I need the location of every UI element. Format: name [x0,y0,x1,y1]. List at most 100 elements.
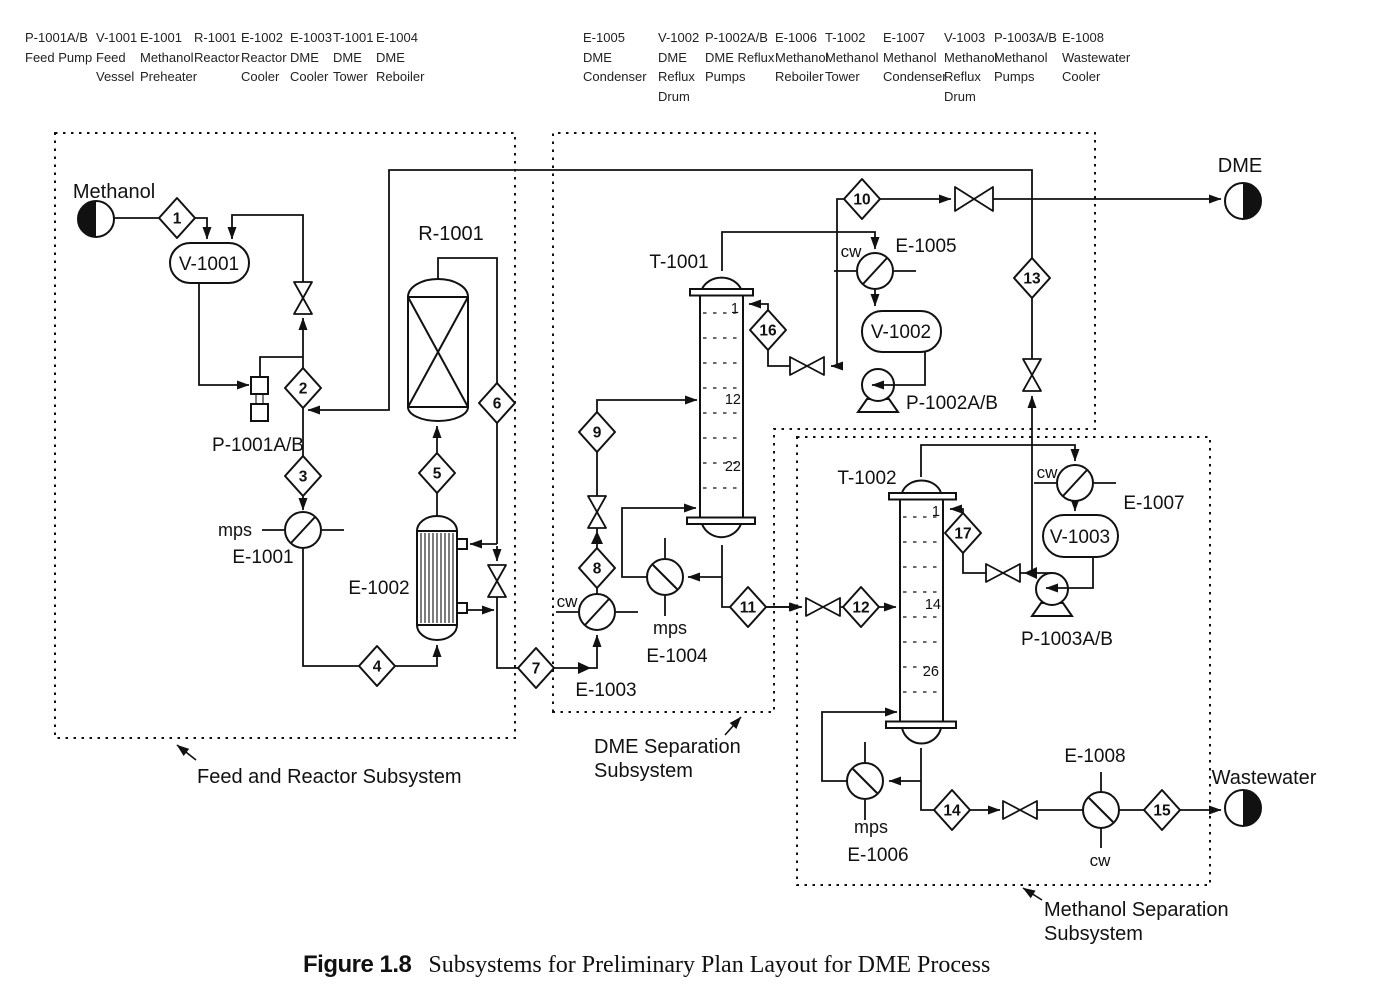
stream-tag-12: 12 [842,586,880,628]
svg-text:9: 9 [593,425,602,442]
valve-t1001-reflux [789,356,825,376]
equipment-label-e1005: E-1005 [895,236,956,257]
stream-tag-17: 17 [944,512,982,554]
equipment-label-e1006: E-1006 [847,845,908,866]
valve-recycle-v1001 [293,281,313,315]
pump-p1003 [1030,572,1074,617]
utility-label-cw-e1005: cw [841,242,863,261]
svg-text:5: 5 [433,466,442,483]
valve-p1003-discharge [985,563,1021,583]
tray-number: 26 [923,664,939,680]
figure-number: Figure 1.8 [303,951,412,978]
svg-text:13: 13 [1023,271,1041,288]
equipment-label-v1001: V-1001 [179,254,239,275]
stream-tag-16: 16 [749,309,787,351]
utility-label-mps-e1006: mps [854,817,888,837]
wastewater-product-label: Wastewater [1212,767,1317,789]
utility-label-cw-e1008: cw [1090,851,1112,870]
figure-title: Subsystems for Preliminary Plan Layout f… [428,952,991,978]
subsystem-label-methanol-2: Subsystem [1044,923,1143,945]
vessel-v1002 [861,310,942,353]
svg-text:1: 1 [173,211,182,228]
equipment-label-e1003: E-1003 [575,680,636,701]
flow-arrows [578,531,1037,674]
stream-tag-14: 14 [933,789,971,831]
tray-number: 14 [925,597,941,613]
equipment-label-e1001: E-1001 [232,547,293,568]
vessel-v1003 [1042,514,1119,558]
subsystem-pointers [176,716,1043,901]
stream-tag-9: 9 [578,411,616,453]
svg-text:2: 2 [299,381,308,398]
tray-number: 22 [725,459,741,475]
equipment-label-p1003: P-1003A/B [1021,629,1113,650]
exchanger-e1007 [1056,464,1094,502]
equipment-label-v1003: V-1003 [1050,527,1110,548]
tray-number: 1 [932,504,940,520]
exchanger-e1002 [416,515,468,641]
stream-tag-2: 2 [284,367,322,409]
reactor-r1001 [407,278,469,422]
stream-tag-13: 13 [1013,257,1051,299]
equipment-label-v1002: V-1002 [871,322,931,343]
pump-p1002 [856,368,900,413]
valve-methanol-recycle [1022,358,1042,392]
exchanger-e1006 [846,762,884,800]
svg-text:10: 10 [853,192,870,209]
stream-tag-5: 5 [418,452,456,494]
exchanger-e1003 [578,593,616,631]
methanol-source-label: Methanol [73,181,155,203]
subsystem-label-dme-2: Subsystem [594,760,693,782]
exchanger-e1001 [284,511,322,549]
stream-tag-1: 1 [158,197,196,239]
subsystem-boxes [54,132,1211,886]
svg-text:8: 8 [593,561,602,578]
valve-e1002-bypass [487,564,507,598]
stream-tag-15: 15 [1143,789,1181,831]
svg-text:3: 3 [299,469,308,486]
valve-wastewater [1002,800,1038,820]
svg-text:4: 4 [373,659,382,676]
equipment-label-e1007: E-1007 [1123,493,1184,514]
svg-text:15: 15 [1153,803,1171,820]
vessel-v1001 [169,242,250,284]
valve-t1002-feed [805,597,841,617]
subsystem-label-feed: Feed and Reactor Subsystem [197,766,462,788]
stream-tag-10: 10 [843,178,881,220]
subsystem-label-dme-1: DME Separation [594,736,741,758]
exchanger-e1005 [856,252,894,290]
valves [293,186,1042,820]
svg-text:11: 11 [740,600,757,617]
stream-tag-11: 11 [729,586,767,628]
tray-number: 1 [731,301,739,317]
dme-product-label: DME [1218,155,1262,177]
svg-text:7: 7 [532,661,541,678]
svg-text:14: 14 [943,803,961,820]
svg-text:17: 17 [954,526,971,543]
stream-tag-7: 7 [517,647,555,689]
feed-reactor-subsystem-box [54,132,516,739]
dme-separation-subsystem-box [552,132,1096,713]
equipment-label-t1002: T-1002 [837,468,896,489]
svg-text:6: 6 [493,396,502,413]
utility-label-cw-e1007: cw [1037,463,1059,482]
valve-dme-product [954,186,994,212]
stream-diamonds: 1 2 3 4 5 6 7 8 9 10 11 12 13 14 15 16 1… [158,178,1181,831]
stream-tag-4: 4 [358,645,396,687]
equipment-symbols [77,182,1262,829]
equipment-label-e1008: E-1008 [1064,746,1125,767]
svg-text:12: 12 [852,600,869,617]
